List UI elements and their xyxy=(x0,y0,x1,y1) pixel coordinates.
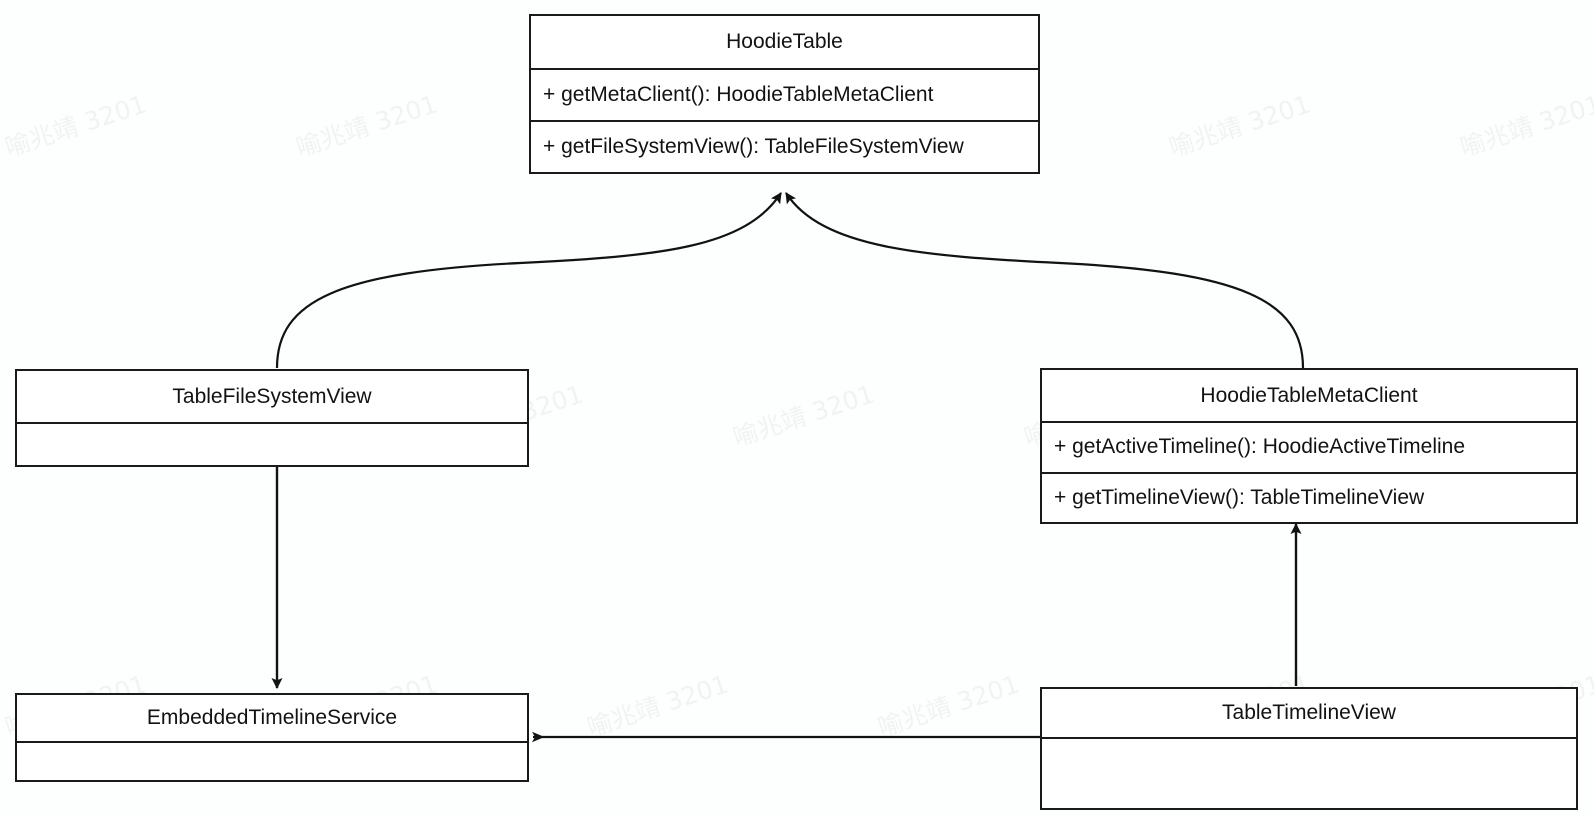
class-member: + getTimelineView(): TableTimelineView xyxy=(1042,471,1576,523)
watermark-text: 喻兆靖 3201 xyxy=(292,89,441,163)
class-box-embedded-timeline-service[interactable]: EmbeddedTimelineService xyxy=(15,693,529,782)
class-body-hoodie-table-meta-client: + getActiveTimeline(): HoodieActiveTimel… xyxy=(1042,423,1576,522)
watermark-text: 喻兆靖 3201 xyxy=(583,669,732,743)
edge-hoodietablemetaclient-to-hoodietable xyxy=(785,192,1305,369)
class-body-hoodie-table: + getMetaClient(): HoodieTableMetaClient… xyxy=(531,70,1038,172)
watermark-text: 喻兆靖 3201 xyxy=(1165,89,1314,163)
class-member xyxy=(17,743,527,780)
watermark-text: 喻兆靖 3201 xyxy=(0,379,5,452)
class-member xyxy=(17,424,527,465)
class-member: + getActiveTimeline(): HoodieActiveTimel… xyxy=(1054,435,1466,459)
class-member xyxy=(1042,739,1576,808)
class-body-table-file-system-view xyxy=(17,424,527,465)
class-member: + getMetaClient(): HoodieTableMetaClient xyxy=(543,83,934,106)
class-box-hoodie-table[interactable]: HoodieTable + getMetaClient(): HoodieTab… xyxy=(529,14,1040,174)
class-body-embedded-timeline-service xyxy=(17,743,527,780)
class-box-table-file-system-view[interactable]: TableFileSystemView xyxy=(15,369,529,467)
watermark-text: 喻兆靖 3201 xyxy=(1456,89,1594,163)
class-title-hoodie-table-meta-client: HoodieTableMetaClient xyxy=(1042,370,1576,423)
class-body-table-timeline-view xyxy=(1042,739,1576,808)
class-title-table-timeline-view: TableTimelineView xyxy=(1042,689,1576,739)
class-title-table-file-system-view: TableFileSystemView xyxy=(17,371,527,424)
edge-tablefilesystemview-to-hoodietable xyxy=(275,192,782,369)
class-title-embedded-timeline-service: EmbeddedTimelineService xyxy=(17,695,527,743)
class-title-hoodie-table: HoodieTable xyxy=(531,16,1038,70)
watermark-text: 喻兆靖 3201 xyxy=(874,669,1023,743)
class-member: + getFileSystemView(): TableFileSystemVi… xyxy=(531,120,1038,172)
class-box-table-timeline-view[interactable]: TableTimelineView xyxy=(1040,687,1578,810)
watermark-text: 喻兆靖 3201 xyxy=(729,379,878,453)
class-box-hoodie-table-meta-client[interactable]: HoodieTableMetaClient + getActiveTimelin… xyxy=(1040,368,1578,524)
watermark-text: 喻兆靖 3201 xyxy=(1,89,150,163)
